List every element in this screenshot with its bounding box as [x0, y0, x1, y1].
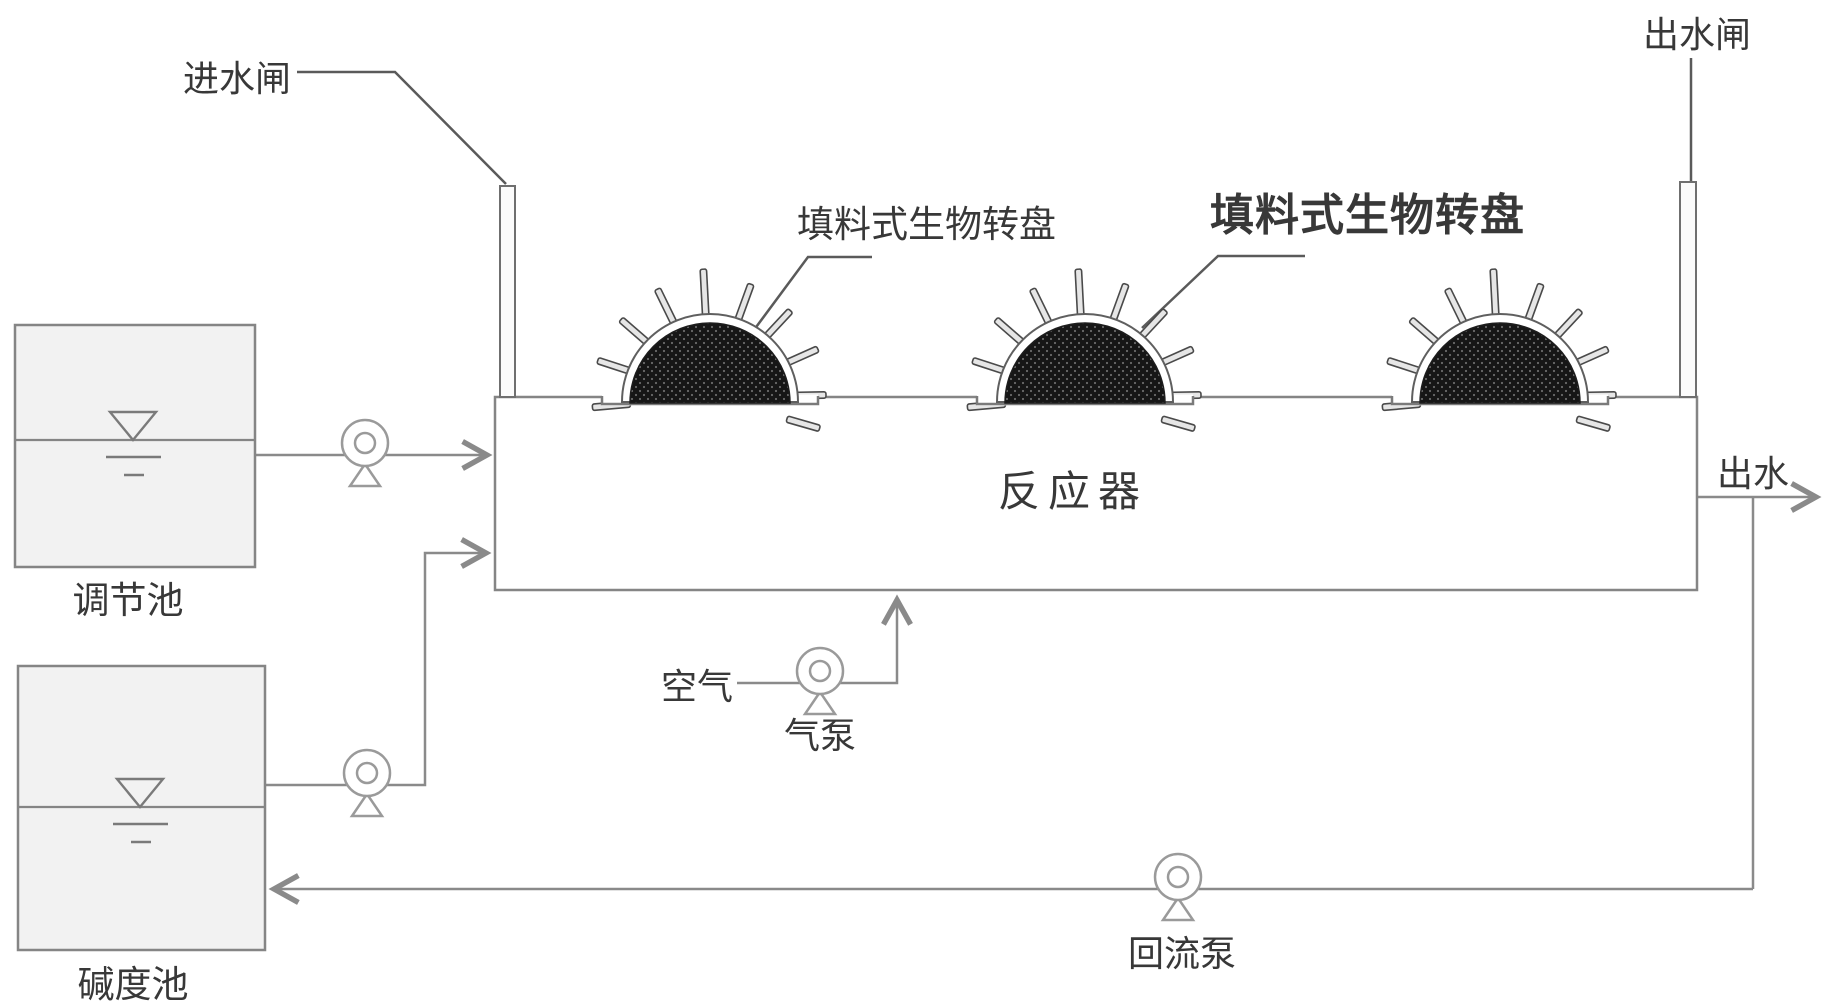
- air-pump-label: 气泵: [784, 715, 856, 756]
- inlet-gate-icon: [499, 185, 516, 398]
- alkalinity-tank-label: 碱度池: [78, 964, 189, 1005]
- feed-pump-2-icon: [342, 748, 392, 818]
- regulating-tank-label: 调节池: [73, 580, 184, 621]
- reflux-pump-label: 回流泵: [1128, 933, 1236, 974]
- air-pipe: [737, 600, 897, 685]
- outlet-gate-icon: [1679, 181, 1697, 398]
- feed-pipe-alkalinity-tank: [265, 553, 486, 787]
- outlet-gate-label: 出水闸: [1643, 14, 1751, 55]
- inlet-gate-leader-line: [297, 70, 507, 185]
- reactor-label: 反应器: [998, 468, 1148, 515]
- reactor-vessel: [493, 395, 1699, 592]
- regulating-tank: 调节池: [13, 323, 257, 621]
- effluent-label: 出水: [1717, 453, 1789, 494]
- rbc-label-1: 填料式生物转盘: [797, 204, 1056, 245]
- feed-pump-1-icon: [340, 418, 390, 488]
- rbc-label-2: 填料式生物转盘: [1210, 191, 1525, 240]
- rbc-label-1-leader-line: [746, 255, 872, 339]
- inlet-gate-label: 进水闸: [183, 58, 291, 99]
- alkalinity-tank: 碱度池: [16, 664, 267, 1005]
- rbc-label-2-leader-line: [1141, 254, 1305, 329]
- air-pump-icon: [795, 646, 845, 716]
- regulating-tank-vessel: [13, 323, 257, 569]
- reflux-pump-icon: [1153, 852, 1203, 922]
- air-label: 空气: [661, 666, 733, 707]
